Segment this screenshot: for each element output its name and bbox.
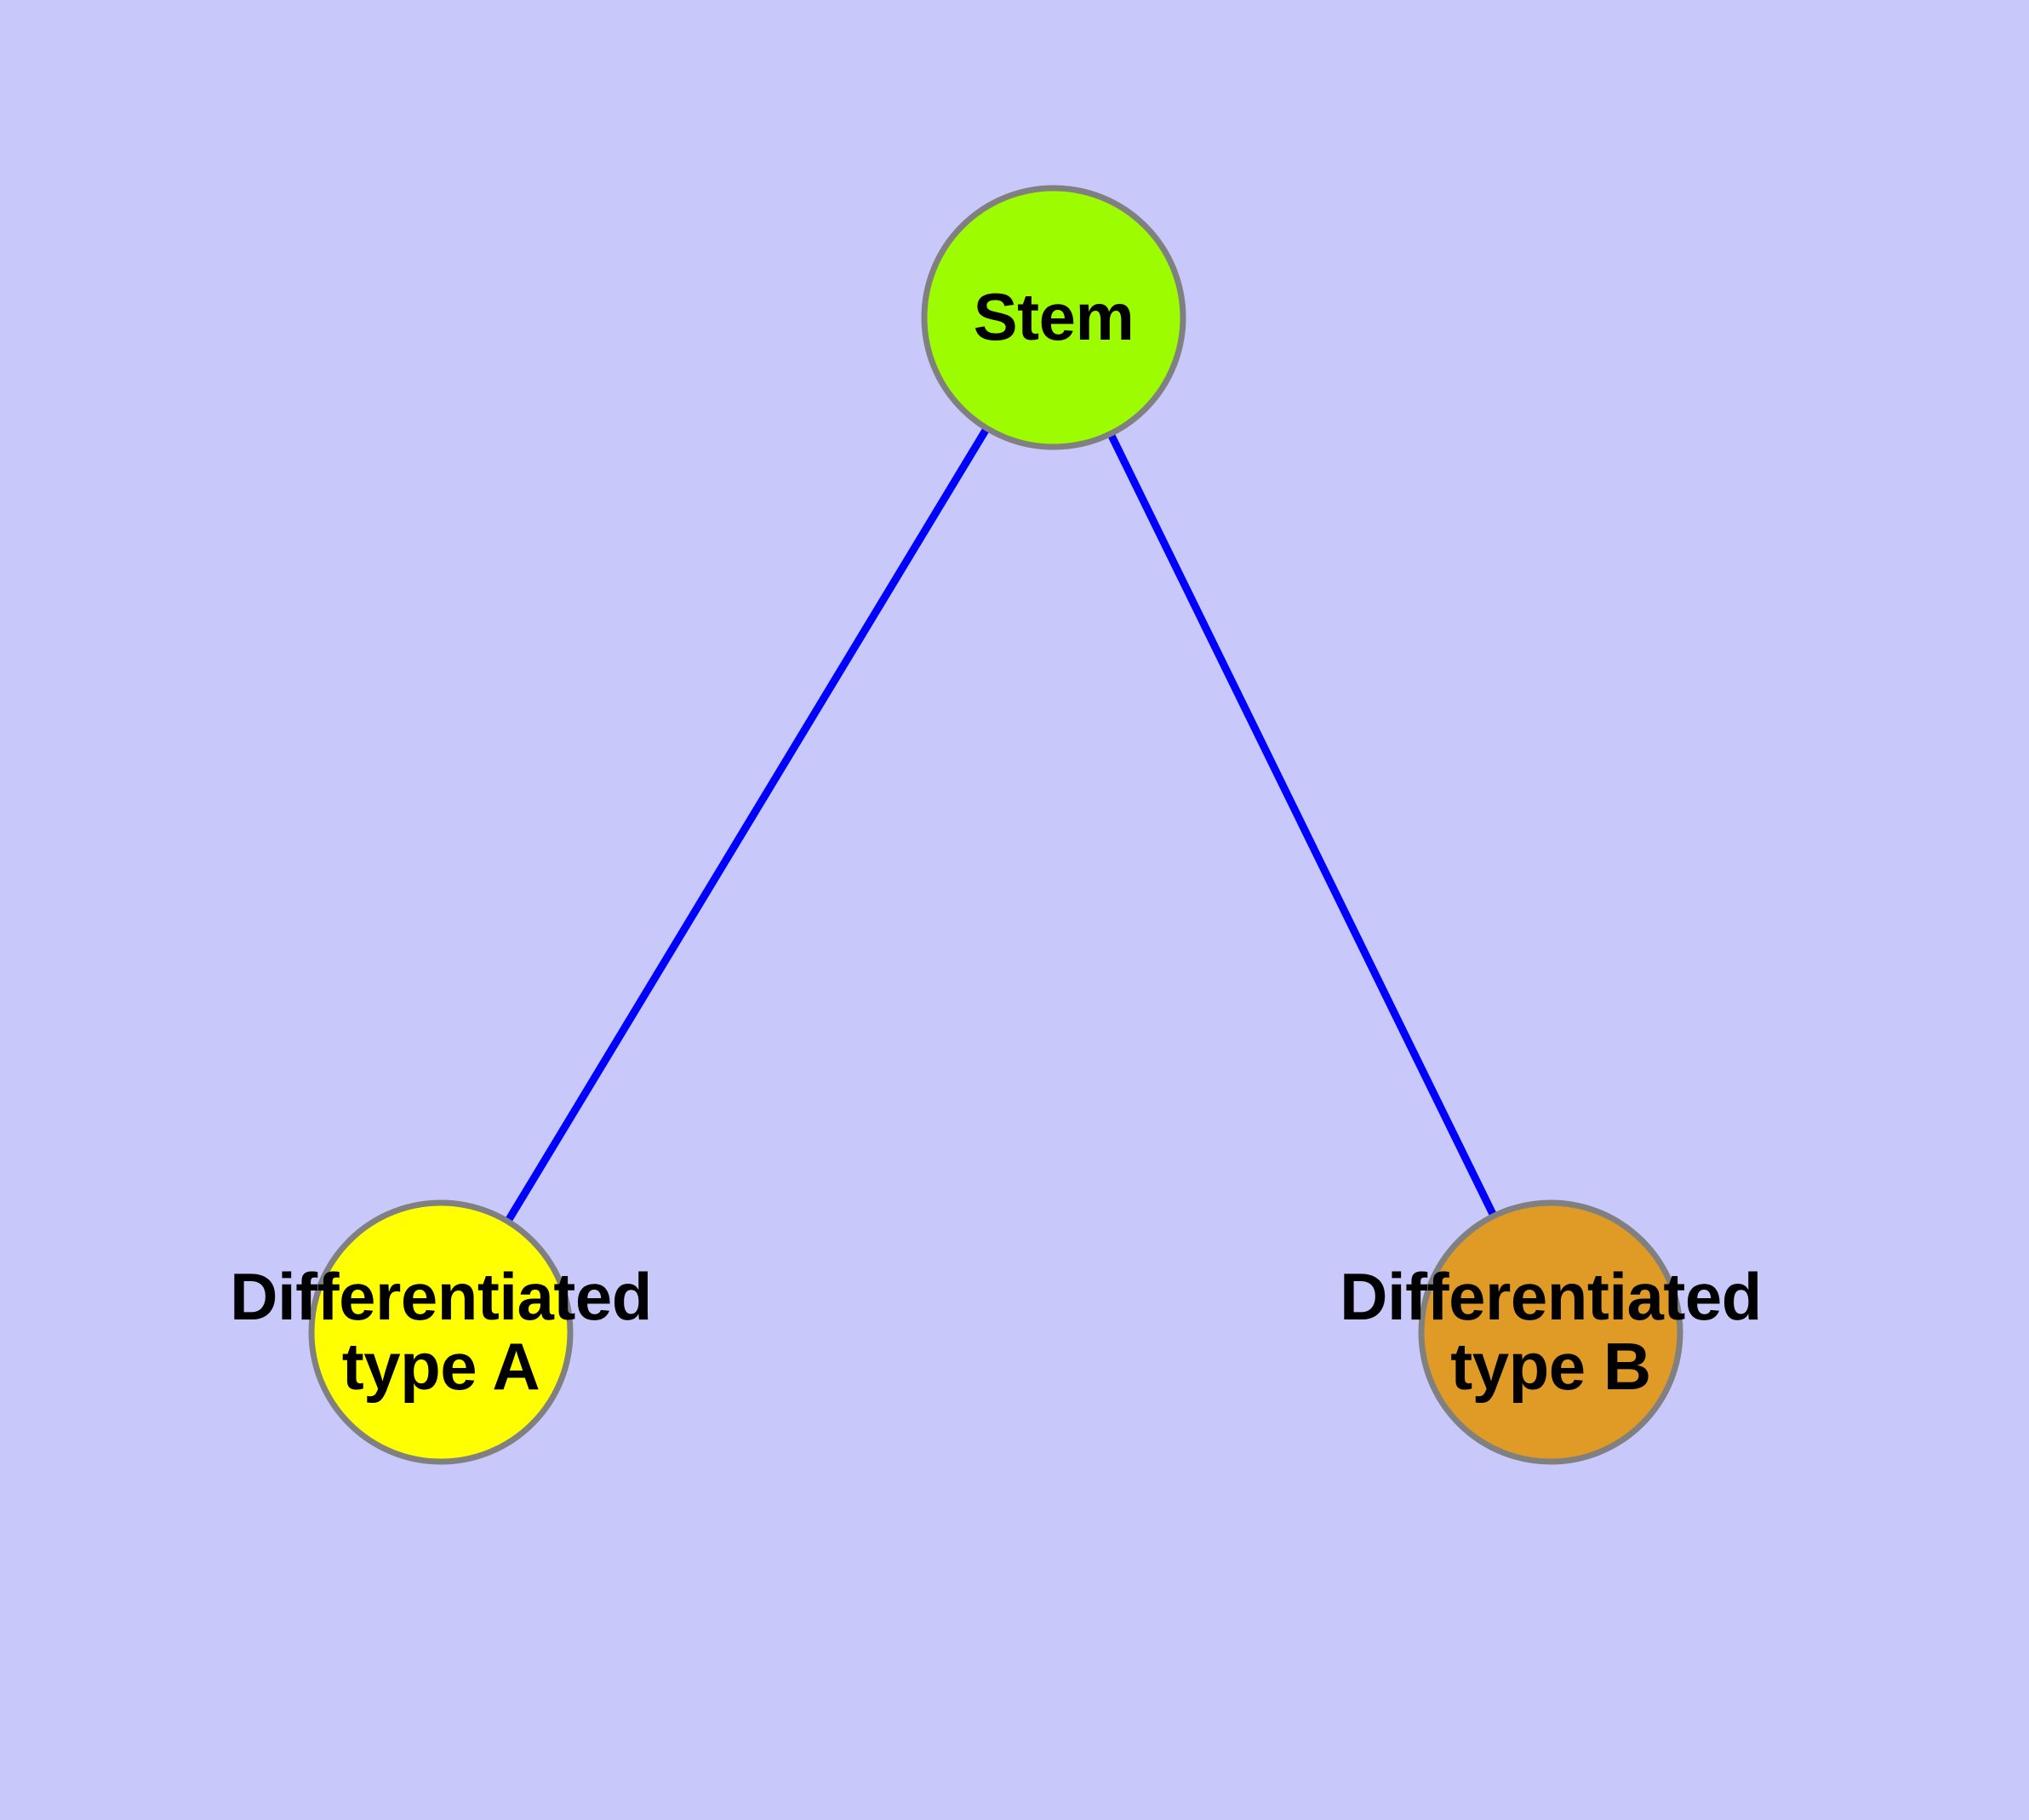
edge-layer bbox=[503, 425, 1499, 1225]
edge-stem-diff-b[interactable] bbox=[1106, 430, 1499, 1220]
node-diff-a[interactable] bbox=[308, 1199, 574, 1465]
node-stem[interactable] bbox=[921, 185, 1186, 450]
node-diff-b[interactable] bbox=[1418, 1199, 1683, 1465]
node-layer bbox=[308, 185, 1683, 1465]
edge-stem-diff-a[interactable] bbox=[503, 425, 992, 1225]
